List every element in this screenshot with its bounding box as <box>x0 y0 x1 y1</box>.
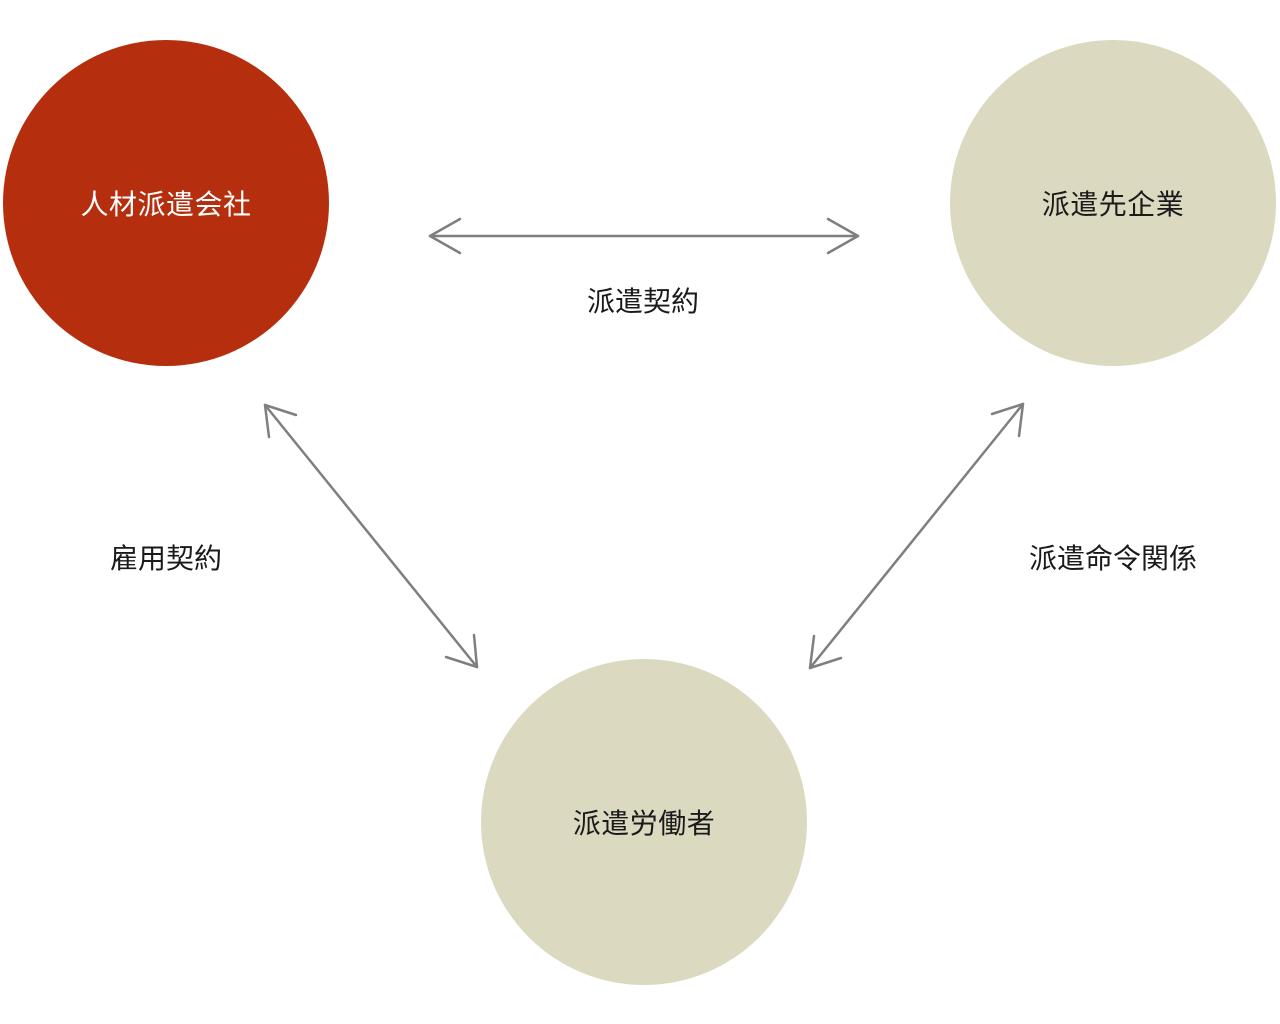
employment-contract-label: 雇用契約 <box>109 542 223 575</box>
dispatch-contract-label: 派遣契約 <box>586 285 700 318</box>
dispatched-worker-label: 派遣労働者 <box>572 807 716 840</box>
dispatch-contract-arrow <box>428 217 860 255</box>
client-company-label: 派遣先企業 <box>1041 188 1185 221</box>
employment-contract-arrow <box>263 403 479 669</box>
client-company-node: 派遣先企業 <box>950 40 1276 366</box>
staffing-agency-node: 人材派遣会社 <box>3 40 329 366</box>
staffing-agency-label: 人材派遣会社 <box>80 188 252 221</box>
command-relation-label: 派遣命令関係 <box>1028 542 1198 575</box>
dispatched-worker-node: 派遣労働者 <box>481 659 807 985</box>
command-relation-arrow <box>808 402 1025 670</box>
